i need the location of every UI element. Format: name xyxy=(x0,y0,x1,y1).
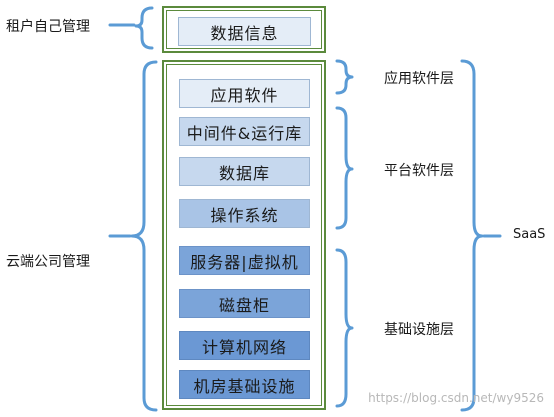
app-bracket xyxy=(335,59,354,95)
tenant-bracket xyxy=(134,6,154,50)
layer-middleware-runtime: 中间件&运行库 xyxy=(179,117,310,146)
layer-database: 数据库 xyxy=(179,157,310,186)
layer-datacenter-infrastructure: 机房基础设施 xyxy=(179,370,310,399)
data-info-box: 数据信息 xyxy=(178,17,311,46)
cloud-frame xyxy=(162,60,326,410)
tenant-frame xyxy=(162,6,326,53)
watermark-text: https://blog.csdn.net/wy9526 xyxy=(368,391,544,405)
cloud-managed-label: 云端公司管理 xyxy=(6,254,90,270)
layer-operating-system: 操作系统 xyxy=(179,199,310,228)
group-label-platform: 平台软件层 xyxy=(384,163,454,179)
cloud-bracket xyxy=(130,60,158,412)
saas-bracket xyxy=(460,59,484,412)
platform-bracket xyxy=(335,106,354,230)
layer-application-software: 应用软件 xyxy=(179,79,310,108)
group-label-infrastructure: 基础设施层 xyxy=(384,322,454,338)
layer-disk-cabinet: 磁盘柜 xyxy=(179,289,310,318)
tenant-managed-label: 租户自己管理 xyxy=(6,19,90,35)
saas-label: SaaS xyxy=(513,227,546,242)
layer-computer-network: 计算机网络 xyxy=(179,331,310,360)
group-label-application: 应用软件层 xyxy=(384,71,454,87)
layer-server-vm: 服务器|虚拟机 xyxy=(179,246,310,275)
infra-bracket xyxy=(335,248,354,408)
